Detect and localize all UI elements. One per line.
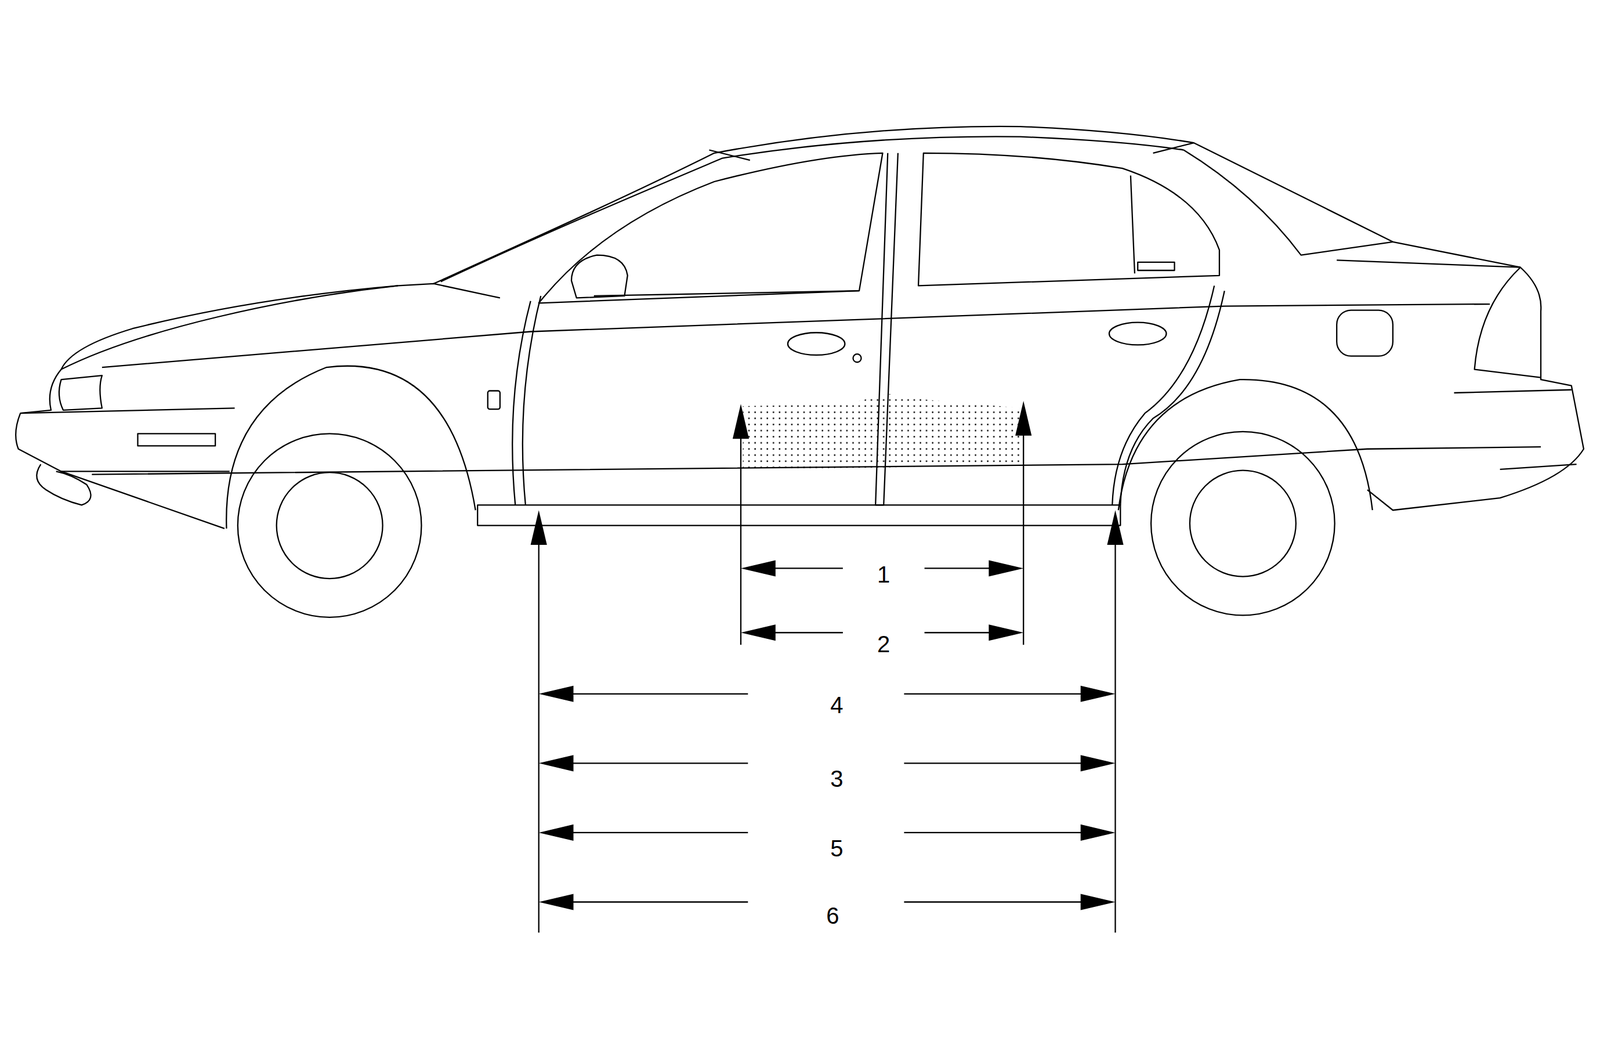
extension-line [1114, 530, 1116, 933]
car-body [15, 126, 1584, 618]
car-body [59, 375, 103, 411]
extension-line [740, 424, 742, 646]
arrowhead [538, 893, 574, 910]
car-body [137, 433, 216, 446]
car-body [91, 446, 1541, 474]
extension-line [538, 530, 540, 933]
car-body [512, 301, 531, 506]
dimension-line [548, 900, 748, 903]
dimension-line [903, 762, 1106, 764]
car-body [1137, 262, 1175, 271]
dimension-lines [530, 400, 1124, 933]
car-body [61, 470, 230, 472]
car-body [102, 303, 1490, 368]
car-body [20, 407, 235, 414]
dimension-line [548, 762, 748, 764]
callout-number: 1 [873, 561, 894, 588]
car-body [1153, 142, 1194, 154]
dimension-line [903, 693, 1106, 695]
arrowhead [530, 509, 548, 545]
car-body [708, 149, 750, 161]
arrowhead [988, 624, 1024, 641]
dimension-line [548, 693, 748, 695]
dimension-line [903, 831, 1106, 834]
arrowhead [732, 403, 749, 439]
arrowhead [538, 824, 574, 841]
callout-number: 6 [822, 902, 843, 929]
arrowhead [1080, 685, 1116, 702]
arrowhead [740, 559, 776, 577]
dimension-line [903, 900, 1106, 903]
car-body [15, 369, 225, 529]
car-body [237, 433, 422, 618]
car-body [276, 472, 383, 579]
car-body [61, 283, 501, 370]
car-body [743, 393, 1024, 470]
arrowhead [1080, 754, 1116, 771]
car-body [1367, 241, 1584, 510]
arrowhead [1080, 824, 1116, 841]
callout-number: 4 [826, 692, 847, 718]
car-body [226, 366, 476, 529]
car-body [433, 126, 1393, 284]
car-body [594, 290, 860, 296]
callout-number: 3 [826, 765, 847, 792]
car-body [571, 255, 628, 299]
car-body [538, 153, 883, 303]
car-body [918, 153, 1220, 287]
car-body [1130, 175, 1135, 274]
car-body [522, 295, 541, 505]
dimension-line [548, 831, 748, 834]
arrowhead [740, 624, 776, 641]
car-body [1336, 310, 1393, 357]
car-body [1453, 389, 1571, 393]
arrowhead [538, 685, 574, 702]
car-body [787, 332, 846, 356]
car-body [1500, 464, 1577, 470]
car-body [875, 153, 899, 506]
arrowhead [538, 754, 574, 771]
callout-number: 2 [873, 631, 894, 657]
arrowhead [988, 559, 1024, 577]
arrowhead [1080, 893, 1116, 910]
car-body [440, 136, 1185, 282]
car-body [36, 464, 91, 505]
car-body [1112, 285, 1215, 505]
car-body [1474, 267, 1541, 378]
car-body [487, 391, 501, 410]
car-body [1336, 259, 1521, 267]
car-body [852, 353, 861, 363]
car-body [1109, 322, 1167, 346]
arrowhead [1015, 400, 1032, 436]
arrowhead [1106, 509, 1124, 545]
car-body [1189, 470, 1297, 577]
car-body [1150, 431, 1335, 616]
extension-line [1022, 421, 1024, 645]
callout-number: 5 [826, 835, 847, 861]
